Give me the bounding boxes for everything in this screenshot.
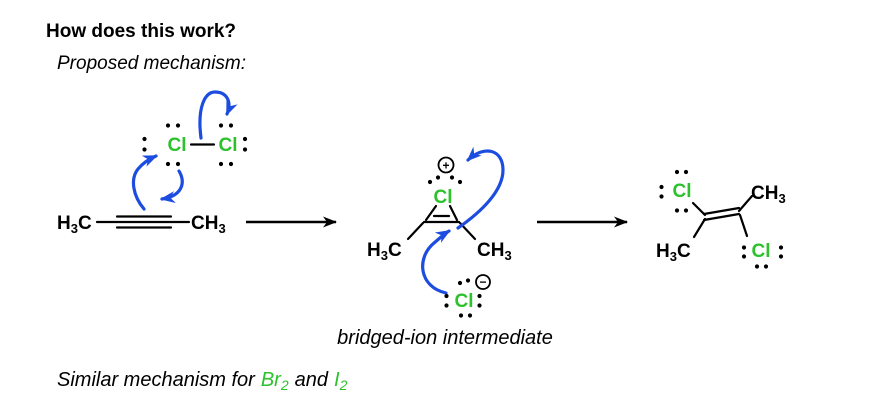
intermediate-left-methyl-label: H3C — [367, 240, 402, 263]
curved-arrow-clcl-bond-to-cl — [198, 90, 238, 140]
bond-right-carbon-to-cl — [738, 213, 749, 238]
product-bottom-methyl-label: H3C — [656, 241, 691, 264]
lone-pair-dots — [427, 175, 463, 185]
bridged-chloronium-ion: + Cl H3C CH3 — [367, 156, 512, 263]
lone-pair-dots — [444, 278, 482, 318]
curved-arrow-chloride-to-carbon — [421, 229, 451, 295]
bond-cl-to-left-carbon — [691, 201, 707, 217]
subtitle-proposed-mechanism: Proposed mechanism: — [57, 53, 246, 74]
intermediate-caption: bridged-ion intermediate — [337, 327, 553, 349]
chloride-anion: − Cl — [444, 274, 491, 318]
product-top-methyl-label: CH3 — [751, 183, 786, 206]
ring-bond-left — [424, 204, 438, 222]
chlorine-molecule: Cl Cl — [142, 123, 248, 167]
cl2-right-atom-label: Cl — [219, 135, 238, 156]
bond-right-carbon-to-methyl — [737, 194, 754, 213]
minus-charge-label: − — [479, 275, 486, 289]
product-top-cl-label: Cl — [673, 181, 692, 202]
lone-pair-dots — [142, 123, 248, 167]
cl2-left-atom-label: Cl — [168, 135, 187, 156]
curved-arrow-ring-to-cl — [456, 146, 505, 230]
cc-double-bond-top — [702, 206, 741, 216]
plus-charge-circle-icon — [437, 156, 455, 174]
product-dichloroalkene: Cl CH3 H3C Cl — [656, 169, 786, 269]
curved-arrow-cl-to-alkyne — [160, 169, 184, 203]
plus-charge-label: + — [442, 159, 449, 173]
lone-pair-dots — [659, 169, 689, 213]
bond-to-left-methyl — [406, 221, 425, 241]
cc-double-bond-bottom — [702, 212, 741, 222]
minus-charge-circle-icon — [475, 274, 491, 290]
curved-arrow-pi-to-cl — [131, 154, 158, 211]
alkyne-right-methyl-label: CH3 — [191, 213, 226, 236]
chloride-anion-label: Cl — [455, 291, 474, 312]
bridging-cl-label: Cl — [434, 187, 453, 208]
alkyne-left-methyl-label: H3C — [57, 213, 92, 236]
intermediate-right-methyl-label: CH3 — [477, 240, 512, 263]
bond-left-carbon-to-methyl — [692, 217, 707, 239]
product-bottom-cl-label: Cl — [752, 241, 771, 262]
page-title: How does this work? — [46, 21, 236, 42]
lone-pair-dots — [741, 245, 784, 269]
alkyne-2-butyne: H3C CH3 — [57, 213, 226, 236]
ring-bond-right — [448, 204, 459, 222]
